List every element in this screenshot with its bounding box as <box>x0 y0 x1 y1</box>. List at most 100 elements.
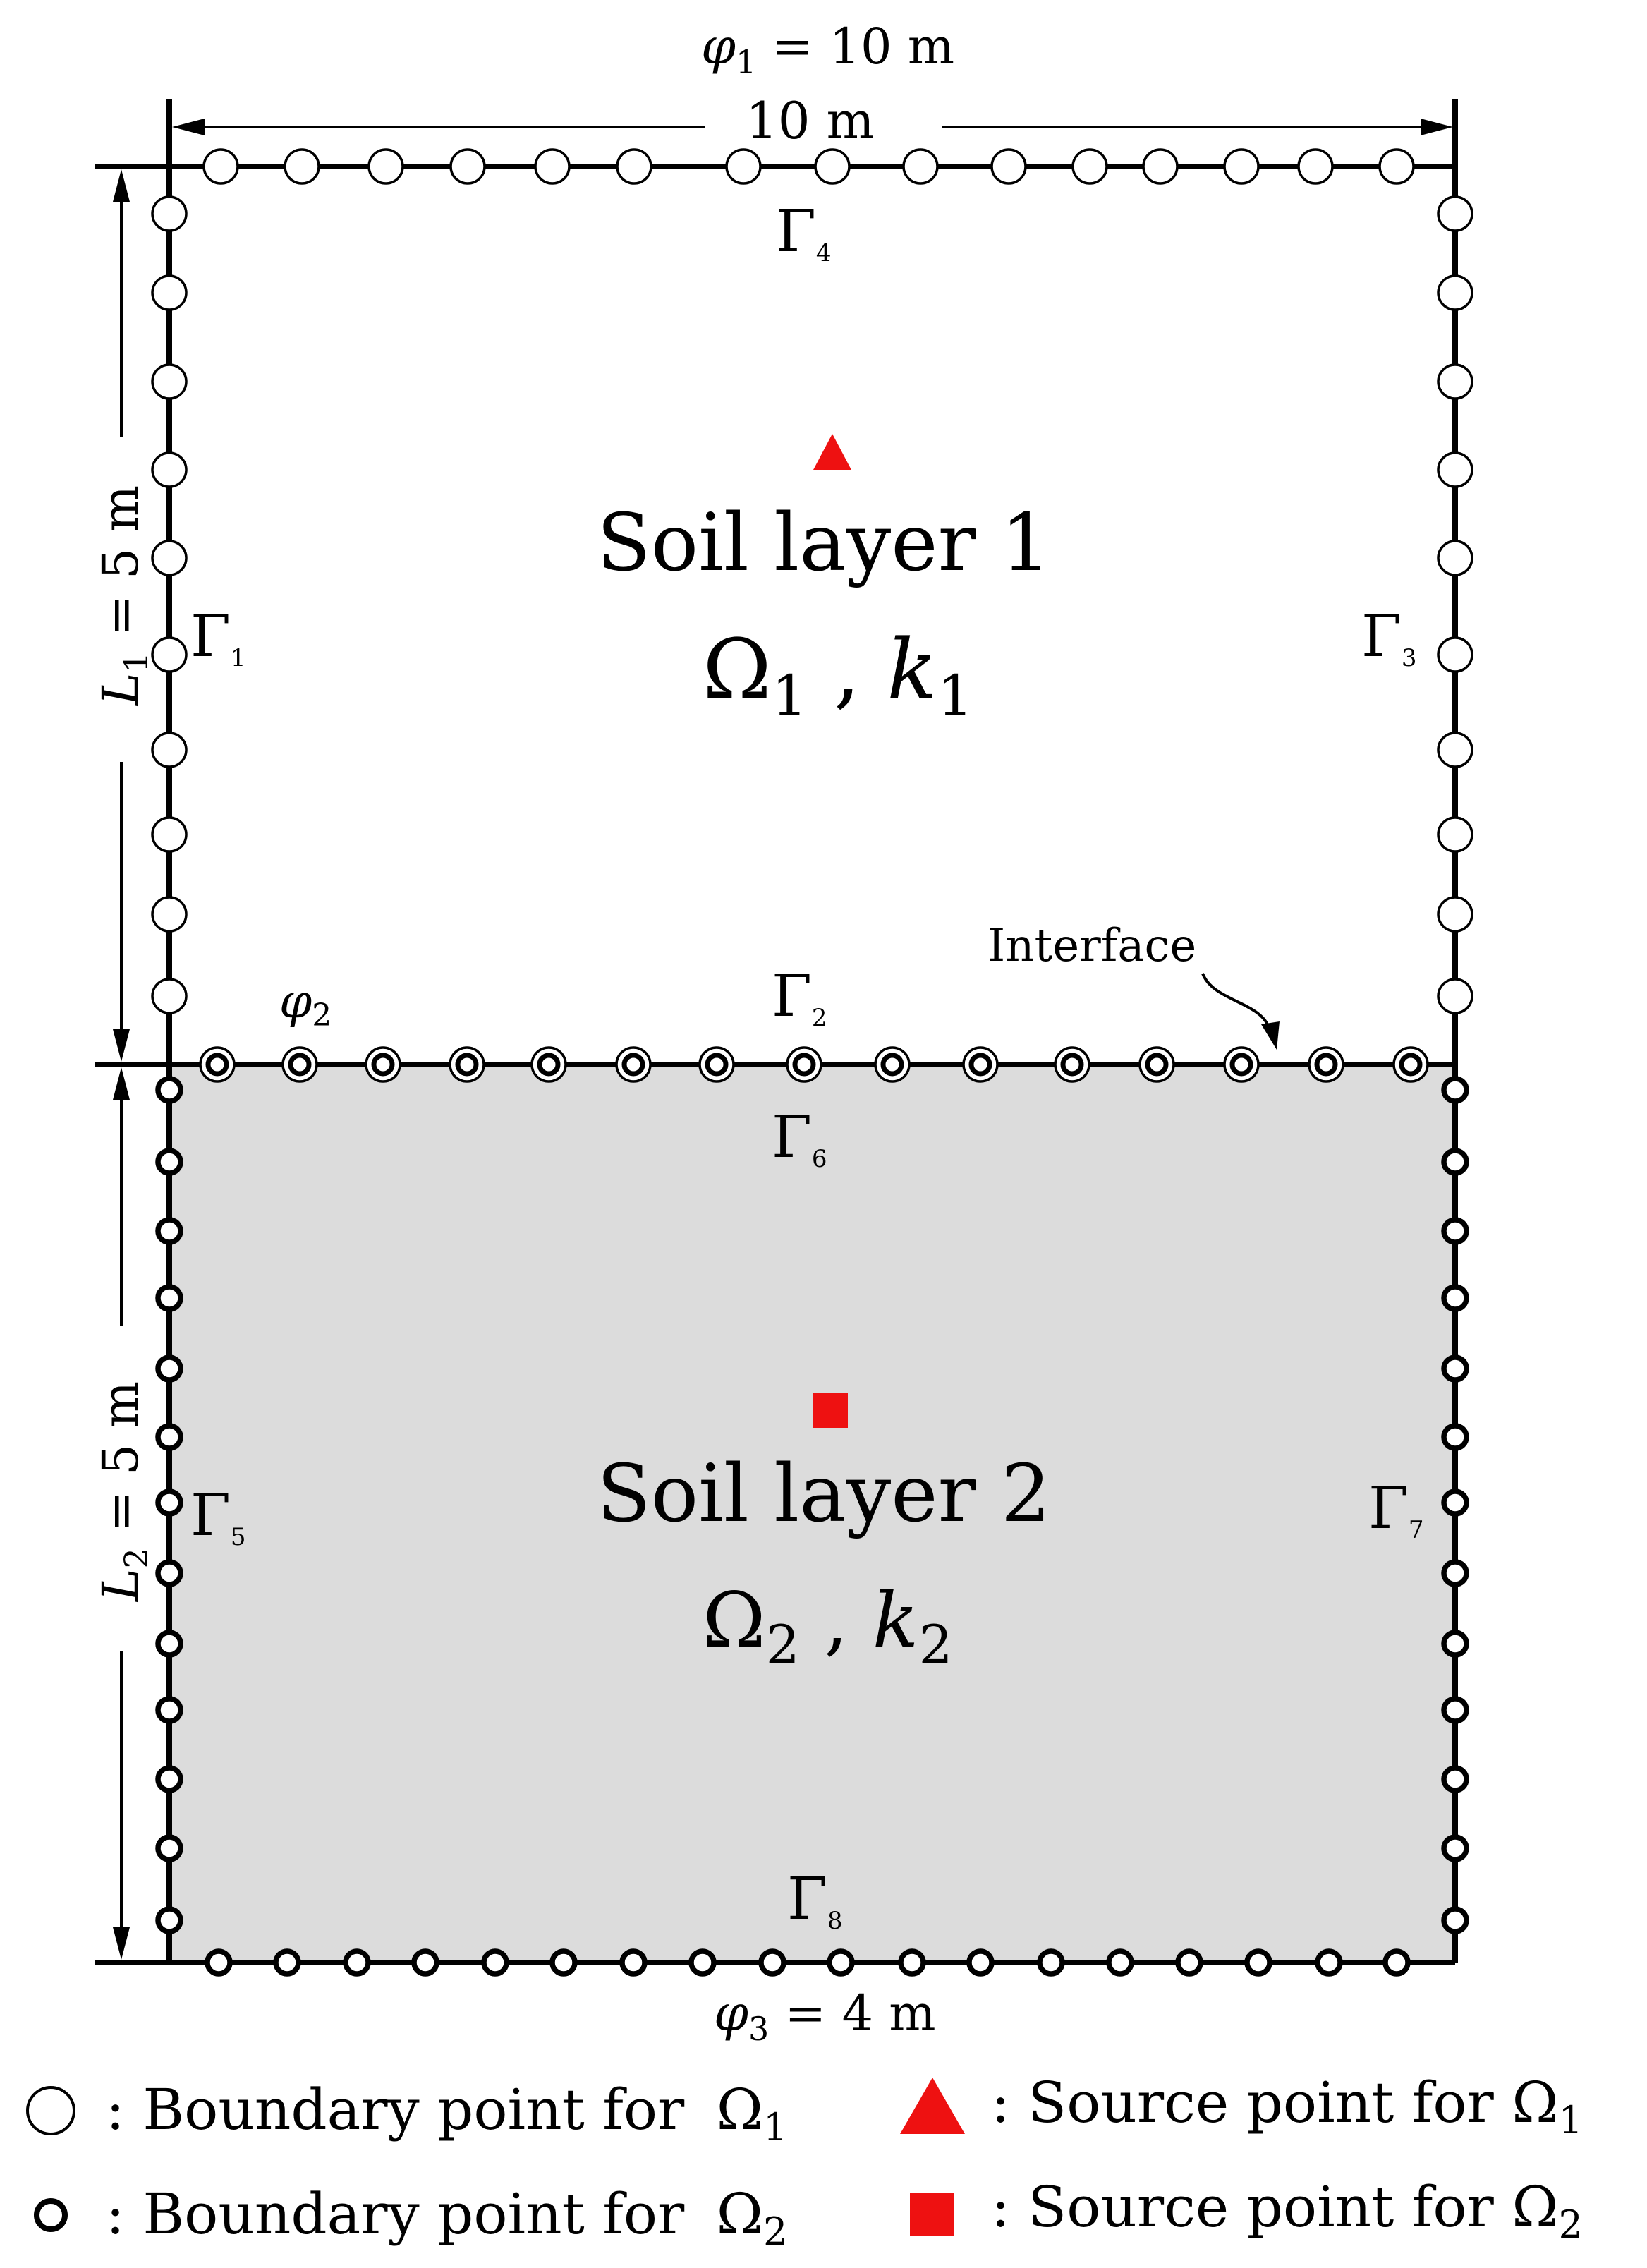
legend-omega2-source-text: : Source point for Ω2 <box>991 2174 1583 2247</box>
omega1-boundary-point <box>1071 148 1108 185</box>
omega1-boundary-point <box>1437 896 1473 933</box>
boundary-gamma-6-label: Γ6 <box>772 1104 827 1173</box>
width-dimension-label: 10 m <box>746 91 875 150</box>
omega2-boundary-point <box>1175 1948 1203 1977</box>
soil-layer-2-parameters: Ω2 , k2 <box>703 1577 953 1676</box>
height1-dimension-label: L1 = 5 m <box>92 485 155 707</box>
interface-label: Interface <box>987 920 1196 972</box>
omega1-boundary-point <box>367 148 404 185</box>
omega2-boundary-point <box>619 1948 648 1977</box>
omega2-boundary-point <box>455 1053 479 1077</box>
omega1-boundary-point <box>1437 540 1473 576</box>
omega2-boundary-point <box>1229 1053 1253 1077</box>
omega2-boundary-point <box>155 1354 183 1383</box>
height1-arrowhead-bottom <box>113 1029 130 1062</box>
omega1-boundary-point <box>1437 816 1473 853</box>
omega2-boundary-point <box>1441 1284 1469 1312</box>
omega1-boundary-point <box>1437 978 1473 1014</box>
omega1-boundary-point <box>151 195 188 232</box>
omega1-boundary-point <box>1437 732 1473 768</box>
omega2-boundary-point <box>621 1053 645 1077</box>
omega1-boundary-point <box>202 148 239 185</box>
omega2-boundary-point <box>705 1053 729 1077</box>
omega1-boundary-point <box>1437 451 1473 488</box>
legend-omega2-boundary-text: : Boundary point for Ω2 <box>106 2181 787 2254</box>
omega2-boundary-point <box>1315 1948 1343 1977</box>
boundary-gamma-2-label: Γ2 <box>772 963 827 1032</box>
omega2-source-point-marker <box>813 1393 848 1428</box>
omega2-boundary-point <box>273 1948 301 1977</box>
omega1-boundary-point <box>1437 274 1473 311</box>
omega1-boundary-point <box>151 451 188 488</box>
omega2-boundary-point <box>966 1948 995 1977</box>
omega2-boundary-point <box>155 1559 183 1587</box>
width-arrowhead-left <box>172 119 205 135</box>
omega2-boundary-point <box>1382 1948 1411 1977</box>
omega2-boundary-point <box>1441 1423 1469 1451</box>
soil-layer-1-title: Soil layer 1 <box>597 497 1051 589</box>
omega1-boundary-point <box>1142 148 1179 185</box>
omega1-boundary-point <box>151 274 188 311</box>
omega2-boundary-point <box>411 1948 439 1977</box>
omega1-boundary-point <box>1437 363 1473 400</box>
dimension-lines <box>113 119 1453 1960</box>
omega1-boundary-point <box>1437 636 1473 673</box>
omega1-boundary-point <box>990 148 1027 185</box>
omega2-boundary-point <box>155 1284 183 1312</box>
top-boundary-condition: φ1 = 10 m <box>701 18 954 81</box>
soil-layer-1-parameters: Ω1 , k1 <box>703 621 973 729</box>
legend-omega1-boundary-text: : Boundary point for Ω1 <box>106 2077 787 2149</box>
interface-leader-arrow <box>1201 973 1271 1031</box>
omega1-boundary-point <box>725 148 762 185</box>
omega2-boundary-point <box>371 1053 395 1077</box>
omega2-boundary-point <box>688 1948 717 1977</box>
boundary-gamma-3-label: Γ3 <box>1361 603 1417 672</box>
omega1-boundary-point <box>151 363 188 400</box>
omega2-boundary-point <box>1244 1948 1272 1977</box>
omega2-boundary-point <box>1106 1948 1134 1977</box>
omega2-boundary-point <box>758 1948 786 1977</box>
boundary-gamma-4-label: Γ4 <box>776 198 832 267</box>
omega2-boundary-point <box>155 1834 183 1862</box>
omega2-boundary-point <box>155 1217 183 1245</box>
boundary-gamma-5-label: Γ5 <box>190 1482 246 1551</box>
omega1-boundary-point <box>1297 148 1334 185</box>
omega2-boundary-point <box>880 1053 904 1077</box>
legend-omega1-source-text: : Source point for Ω1 <box>991 2070 1583 2142</box>
omega2-boundary-point <box>205 1948 233 1977</box>
legend-omega2-boundary-marker <box>34 2198 68 2232</box>
soil-layer-2-title: Soil layer 2 <box>597 1448 1051 1540</box>
omega1-boundary-point <box>151 540 188 576</box>
omega2-boundary-point <box>288 1053 312 1077</box>
omega2-boundary-point <box>1145 1053 1169 1077</box>
omega2-boundary-point <box>481 1948 509 1977</box>
omega1-boundary-point <box>902 148 939 185</box>
bottom-boundary-condition: φ3 = 4 m <box>714 1984 936 2048</box>
width-arrowhead-right <box>1421 119 1453 135</box>
omega2-boundary-point <box>898 1948 926 1977</box>
omega2-boundary-point <box>155 1423 183 1451</box>
interface-leader-arrowhead <box>1261 1021 1280 1050</box>
omega1-boundary-point <box>1378 148 1415 185</box>
omega1-boundary-point <box>814 148 851 185</box>
omega2-boundary-point <box>155 1765 183 1793</box>
omega2-boundary-point <box>549 1948 578 1977</box>
height2-dimension-label: L2 = 5 m <box>92 1381 155 1603</box>
omega2-boundary-points <box>155 1053 1469 1977</box>
height2-arrowhead-top <box>113 1067 130 1100</box>
legend-omega2-source-marker <box>910 2193 954 2236</box>
omega2-boundary-point <box>343 1948 371 1977</box>
omega1-boundary-point <box>151 636 188 673</box>
omega2-boundary-point <box>1441 1354 1469 1383</box>
omega2-boundary-point <box>1441 1765 1469 1793</box>
omega2-boundary-point <box>1441 1906 1469 1934</box>
omega2-boundary-point <box>537 1053 561 1077</box>
boundary-gamma-8-label: Γ8 <box>787 1866 843 1935</box>
omega2-boundary-point <box>1441 1148 1469 1176</box>
omega2-boundary-point <box>1314 1053 1338 1077</box>
omega2-boundary-point <box>968 1053 992 1077</box>
omega2-boundary-point <box>792 1053 816 1077</box>
interface-boundary-condition: φ2 <box>279 974 332 1033</box>
boundary-gamma-7-label: Γ7 <box>1368 1475 1424 1544</box>
